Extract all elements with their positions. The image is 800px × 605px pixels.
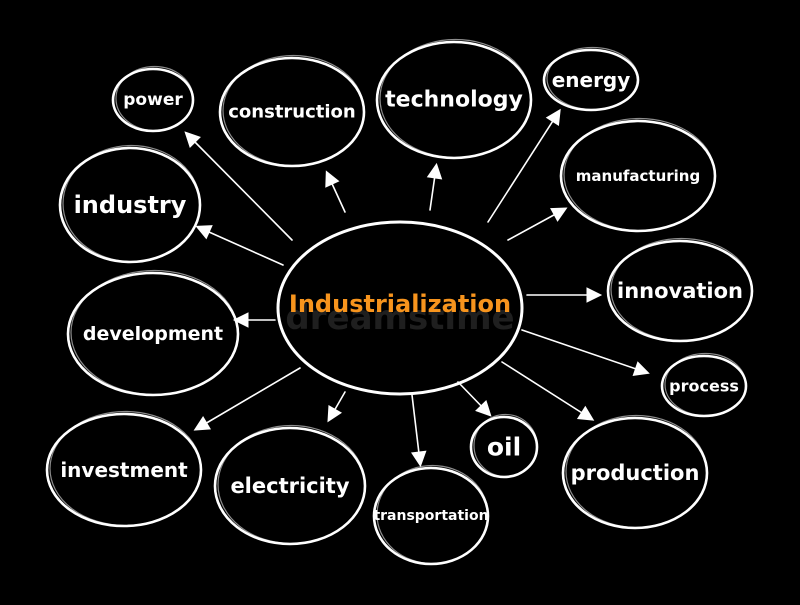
node-label-technology: technology	[385, 88, 523, 113]
arrowhead-energy	[545, 108, 561, 127]
center-label: Industrialization	[289, 290, 511, 318]
node-ellipse-sketch-industry	[62, 144, 201, 263]
node-power: power	[111, 65, 195, 133]
node-energy: energy	[542, 46, 640, 112]
arrowhead-technology	[426, 162, 443, 180]
node-ellipse-sketch-production	[565, 414, 708, 529]
connector-process	[521, 329, 646, 373]
nodes-layer: power construction technology energy manufac…	[45, 38, 754, 566]
node-ellipse-sketch-technology	[379, 38, 532, 159]
connector-power	[187, 134, 293, 241]
node-label-innovation: innovation	[617, 279, 743, 303]
node-construction: construction	[218, 54, 366, 168]
arrowhead-industry	[195, 225, 213, 240]
node-ellipse-sketch-power	[115, 65, 194, 132]
node-ellipse-sketch-electricity	[217, 424, 366, 545]
node-ellipse-sketch-innovation	[610, 237, 753, 342]
node-ellipse-sketch-investment	[49, 410, 202, 527]
node-innovation: innovation	[606, 237, 754, 343]
node-transportation: transportation	[372, 464, 490, 566]
node-development: development	[66, 269, 240, 397]
arrowhead-construction	[325, 170, 340, 188]
arrowhead-innovation	[586, 287, 603, 303]
node-label-oil: oil	[487, 433, 521, 462]
node-ellipse-sketch-process	[664, 352, 747, 417]
arrowhead-investment	[193, 415, 212, 431]
connectors-layer	[184, 108, 650, 468]
node-ellipse-sketch-energy	[546, 46, 639, 111]
node-production: production	[561, 414, 709, 530]
node-label-electricity: electricity	[230, 474, 349, 498]
node-label-transportation: transportation	[373, 508, 488, 524]
node-ellipse-sketch-oil	[473, 413, 538, 478]
node-label-industry: industry	[74, 191, 187, 219]
center-ellipse	[276, 220, 524, 396]
connector-transportation	[411, 394, 421, 463]
node-electricity: electricity	[213, 424, 367, 546]
arrowhead-production	[576, 405, 595, 421]
node-industry: industry	[58, 144, 202, 264]
node-ellipse-sketch-development	[70, 269, 239, 396]
arrowhead-electricity	[327, 405, 343, 423]
arrowhead-development	[232, 312, 249, 328]
node-ellipse-sketch-construction	[222, 54, 365, 167]
node-process: process	[660, 352, 748, 418]
arrowhead-transportation	[411, 450, 427, 468]
node-ellipse-sketch-manufacturing	[563, 117, 716, 232]
connector-energy	[487, 112, 559, 223]
node-label-production: production	[571, 461, 700, 485]
node-label-construction: construction	[228, 102, 356, 123]
node-oil: oil	[469, 413, 539, 479]
node-ellipse-sketch-transportation	[376, 464, 489, 565]
watermark: dreamstime	[285, 298, 514, 338]
arrowhead-power	[184, 131, 201, 148]
node-investment: investment	[45, 410, 203, 528]
center-node: Industrialization	[276, 220, 524, 396]
arrowhead-process	[632, 361, 650, 376]
node-label-investment: investment	[60, 458, 188, 482]
node-manufacturing: manufacturing	[559, 117, 717, 233]
node-label-manufacturing: manufacturing	[576, 167, 700, 185]
connector-production	[501, 361, 591, 419]
node-technology: technology	[375, 38, 533, 160]
node-label-energy: energy	[552, 68, 631, 92]
node-label-development: development	[83, 323, 223, 345]
arrowhead-manufacturing	[550, 207, 568, 222]
node-label-process: process	[669, 377, 739, 396]
connector-investment	[197, 367, 301, 429]
arrowhead-oil	[475, 400, 492, 417]
connector-industry	[199, 227, 284, 266]
node-label-power: power	[123, 90, 183, 110]
